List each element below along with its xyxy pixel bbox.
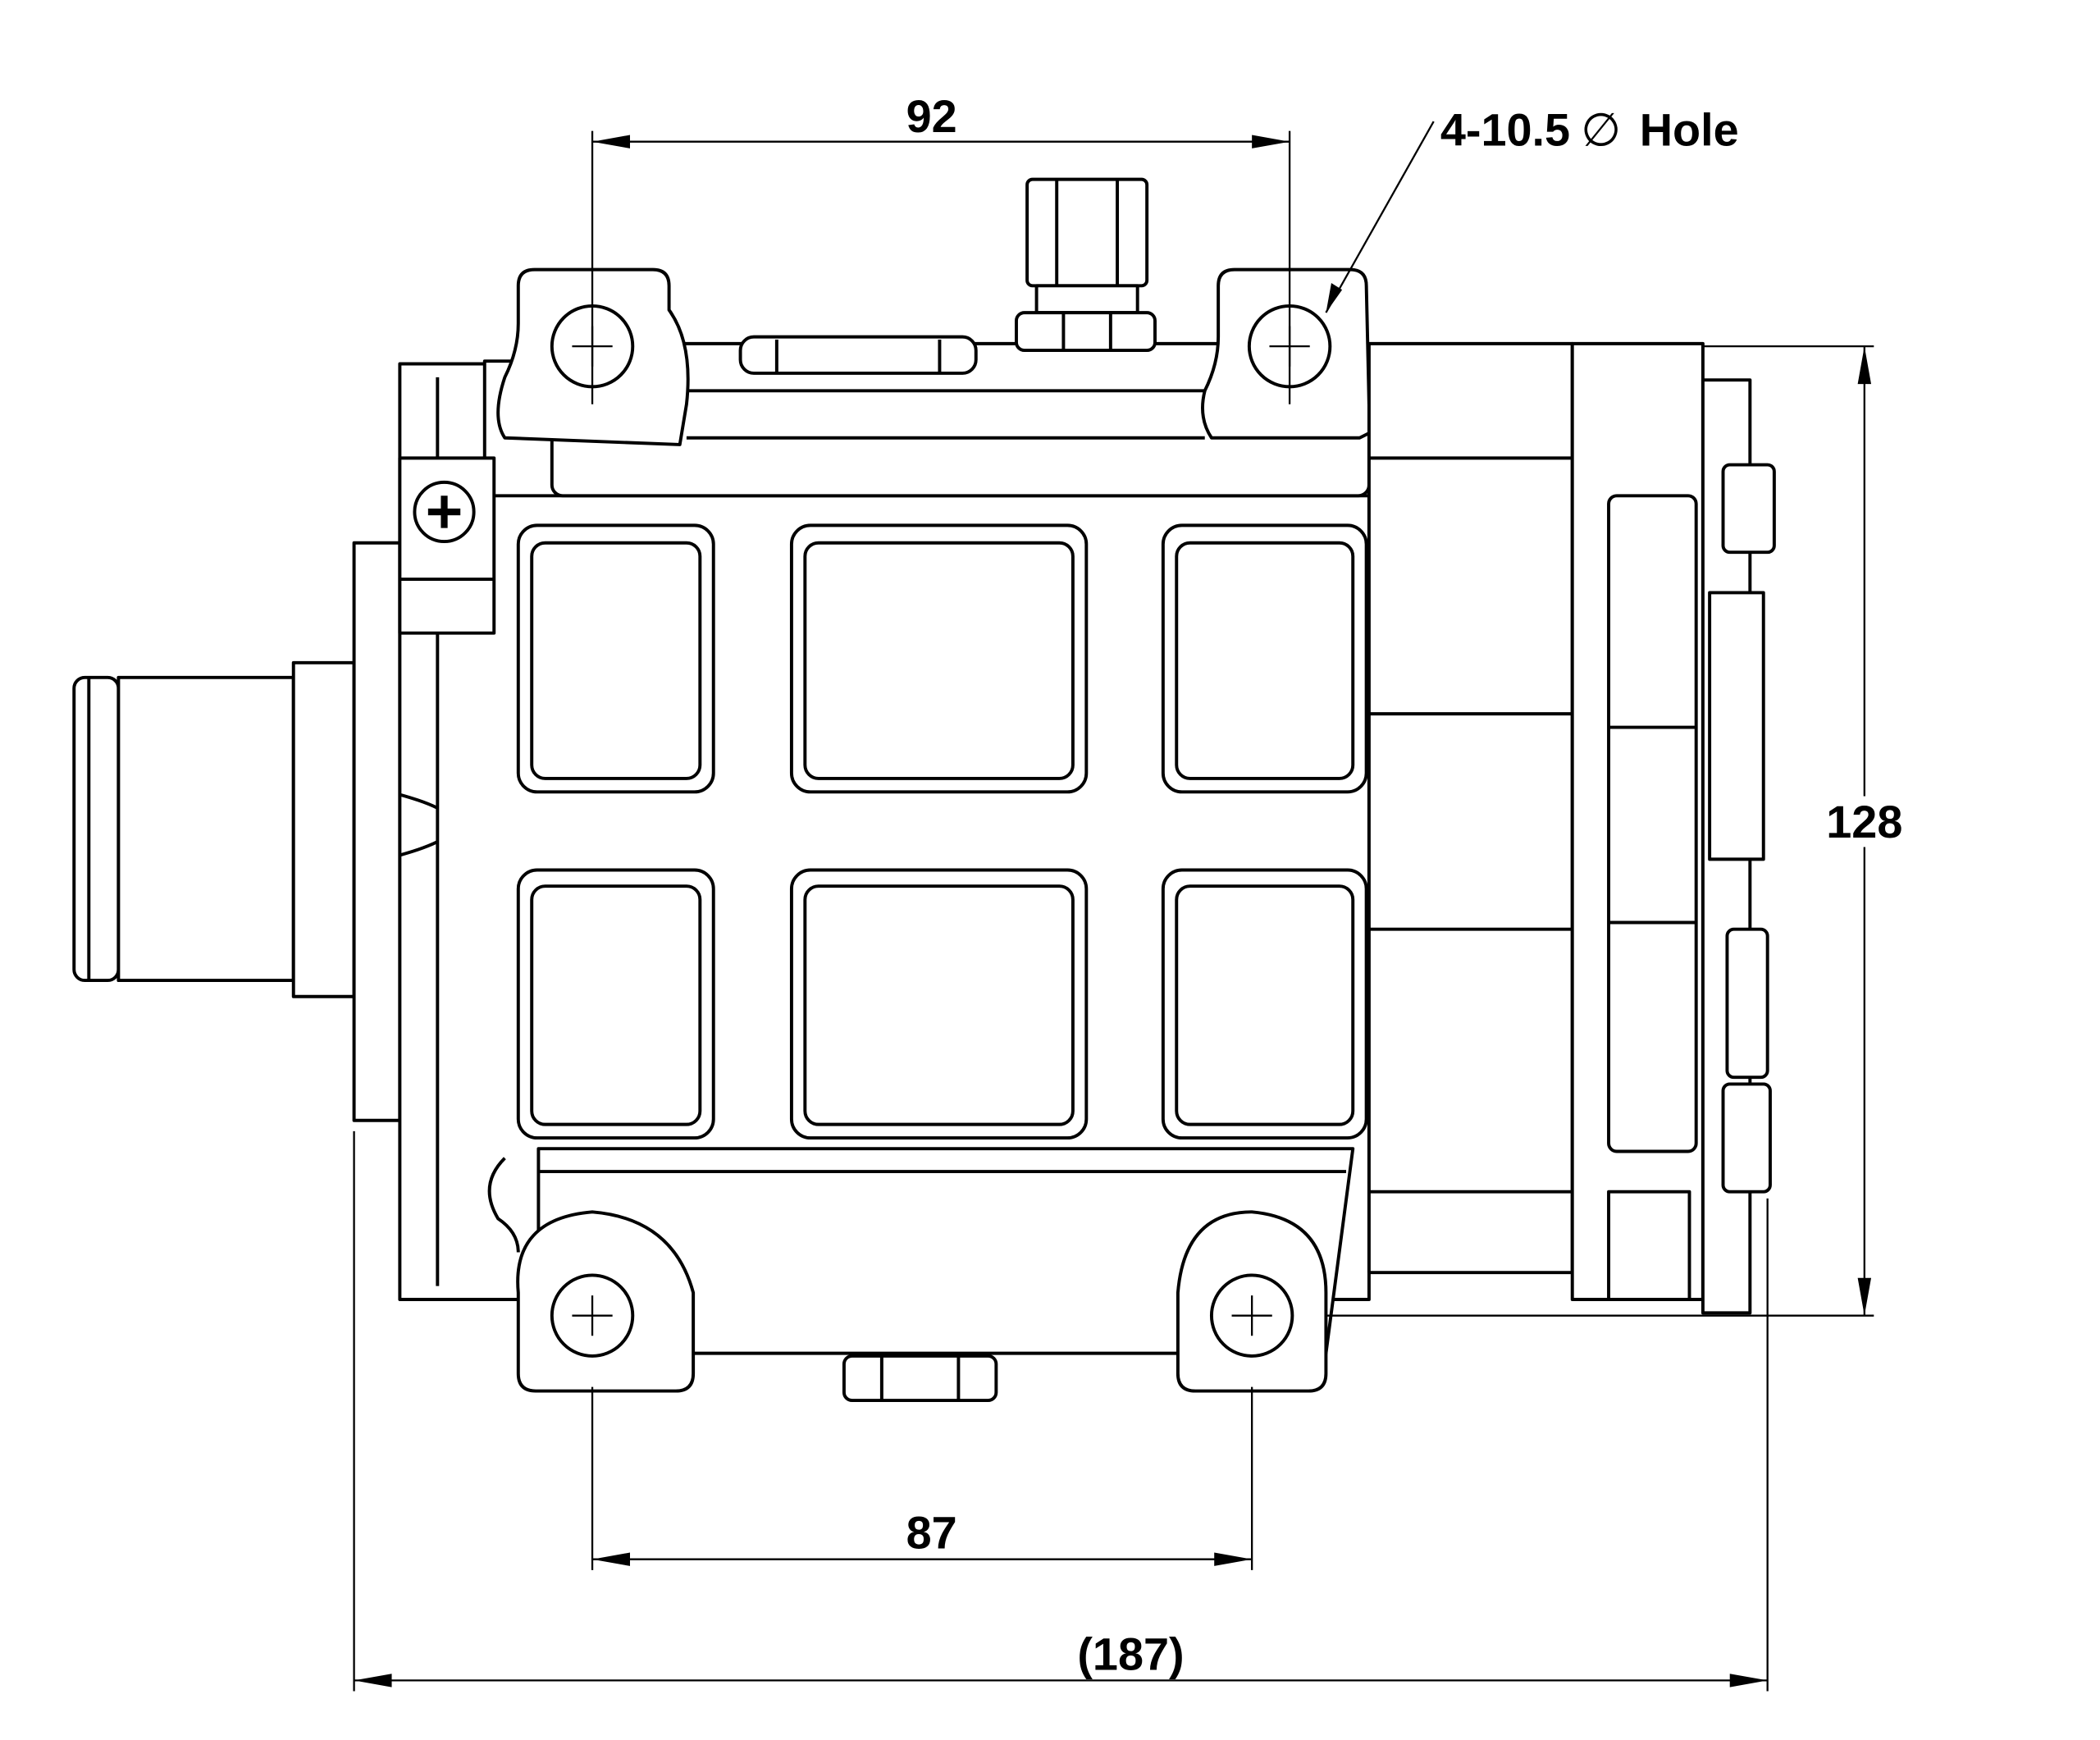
dim-92-label: 92: [906, 90, 957, 142]
dimension-lines: [353, 121, 1874, 1692]
hole-callout: 4-10.5∅ Hole: [1440, 104, 1739, 156]
hole-size: 4-10.5: [1440, 104, 1570, 156]
compressor-housing: [398, 335, 1371, 1355]
housing-windows: [516, 523, 1368, 1140]
screw-block: [398, 456, 496, 635]
drive-shaft: [72, 541, 402, 1122]
dim-128-label: 128: [1826, 796, 1902, 847]
rear-head: [1367, 341, 1776, 1315]
dim-87-label: 87: [906, 1507, 957, 1559]
hole-label: Hole: [1640, 104, 1739, 156]
fittings: [842, 177, 1157, 1403]
diameter-symbol: ∅: [1581, 104, 1621, 156]
dim-187-label: (187): [1077, 1628, 1184, 1679]
